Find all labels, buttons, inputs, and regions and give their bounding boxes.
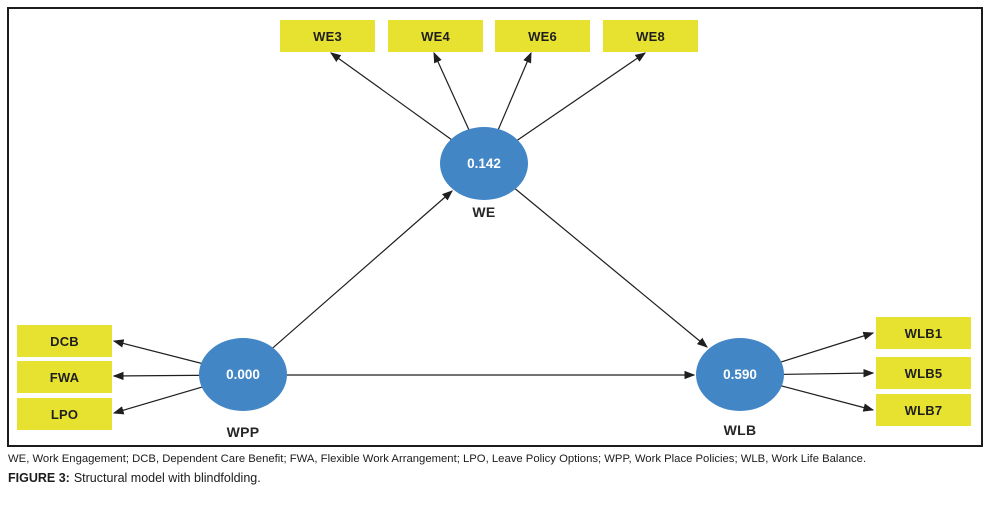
latent-we-label: WE: [472, 204, 496, 220]
indicator-fwa: FWA: [17, 361, 112, 393]
indicator-wlb7: WLB7: [876, 394, 971, 426]
indicator-we6: WE6: [495, 20, 590, 52]
figure-caption-text: Structural model with blindfolding.: [73, 471, 261, 485]
latent-wlb-label: WLB: [723, 422, 757, 438]
latent-wlb-node: 0.590: [696, 338, 784, 411]
indicator-wlb1: WLB1: [876, 317, 971, 349]
latent-we-value: 0.142: [467, 156, 501, 171]
indicator-lpo: LPO: [17, 398, 112, 430]
indicator-dcb: DCB: [17, 325, 112, 357]
abbreviation-note: WE, Work Engagement; DCB, Dependent Care…: [8, 453, 867, 465]
indicator-we4: WE4: [388, 20, 483, 52]
latent-wpp-node: 0.000: [199, 338, 287, 411]
latent-wpp-label: WPP: [226, 424, 260, 440]
indicator-we8: WE8: [603, 20, 698, 52]
figure-caption: FIGURE 3:Structural model with blindfold…: [8, 471, 983, 485]
indicator-wlb5: WLB5: [876, 357, 971, 389]
latent-we-node: 0.142: [440, 127, 528, 200]
latent-wpp-value: 0.000: [226, 367, 260, 382]
latent-wlb-value: 0.590: [723, 367, 757, 382]
indicator-we3: WE3: [280, 20, 375, 52]
diagram-frame: [7, 7, 983, 447]
figure-caption-label: FIGURE 3:: [8, 471, 70, 485]
